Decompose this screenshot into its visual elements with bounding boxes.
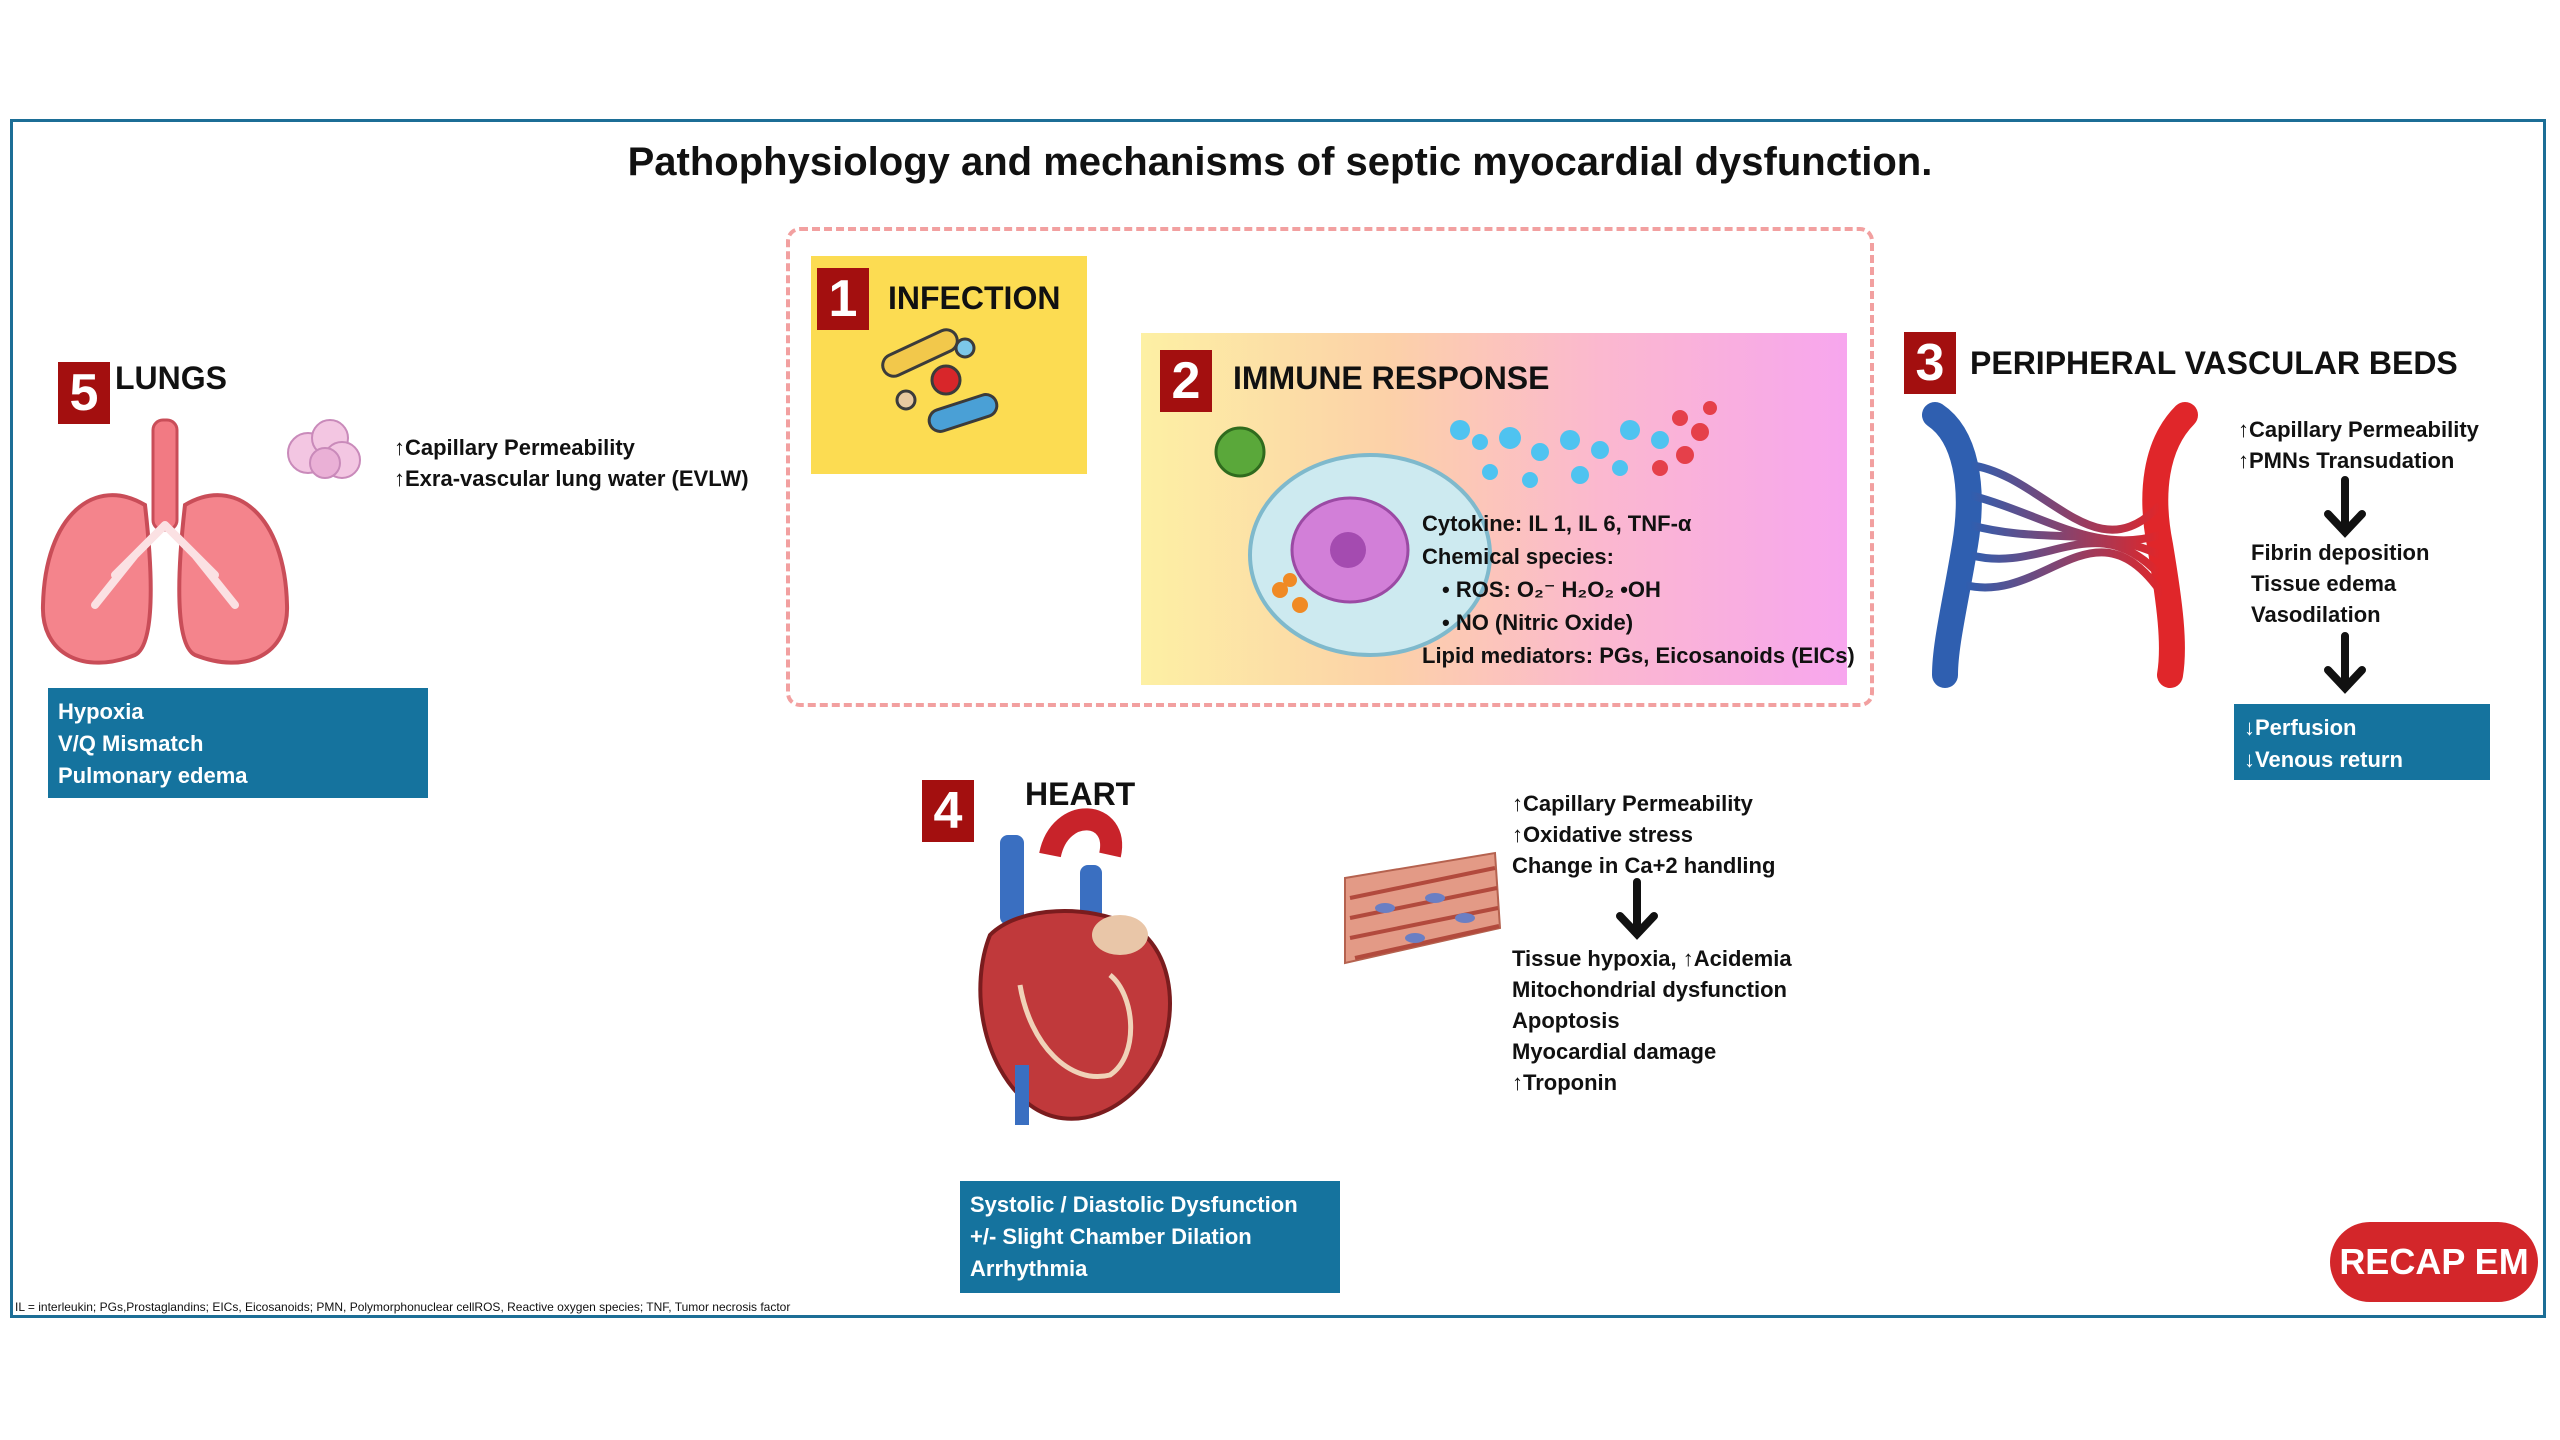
alveoli-icon [287, 419, 361, 479]
vascular-effects-mid: Fibrin deposition Tissue edema Vasodilat… [2251, 537, 2429, 630]
infection-immune-group [786, 227, 1874, 707]
lungs-effects: ↑Capillary Permeability ↑Exra-vascular l… [394, 432, 749, 494]
down-arrow-icon [1616, 878, 1658, 940]
outcome-line: Pulmonary edema [58, 763, 248, 788]
step-number-2: 2 [1160, 350, 1212, 412]
effect-line: ↑Troponin [1512, 1070, 1618, 1095]
outcome-line: V/Q Mismatch [58, 731, 204, 756]
outcome-line: ↓Venous return [2244, 747, 2403, 772]
step-number-4: 4 [922, 780, 974, 842]
effect-line: ↑Capillary Permeability [2238, 417, 2479, 442]
down-arrow-icon [2324, 632, 2366, 694]
heart-effects-bottom: Tissue hypoxia, ↑Acidemia Mitochondrial … [1512, 943, 1792, 1098]
lungs-outcome-box: Hypoxia V/Q Mismatch Pulmonary edema [48, 688, 428, 798]
vascular-outcome-box: ↓Perfusion ↓Venous return [2234, 704, 2490, 780]
mediator-line: Chemical species: [1422, 544, 1614, 569]
outcome-line: Hypoxia [58, 699, 144, 724]
effect-line: ↑Oxidative stress [1512, 822, 1693, 847]
effect-line: Change in Ca+2 handling [1512, 853, 1776, 878]
blood-vessels-icon [1922, 402, 2198, 688]
vascular-effects-top: ↑Capillary Permeability ↑PMNs Transudati… [2238, 414, 2479, 476]
effect-line: Tissue edema [2251, 571, 2397, 596]
mediator-line: • NO (Nitric Oxide) [1442, 610, 1634, 635]
infection-heading: INFECTION [888, 280, 1061, 316]
heart-outcome-box: Systolic / Diastolic Dysfunction +/- Sli… [960, 1181, 1340, 1293]
bacteria-icon [881, 328, 999, 433]
outcome-line: Arrhythmia [970, 1256, 1088, 1281]
myocardium-tissue-icon [1344, 851, 1502, 965]
mediator-line: Lipid mediators: PGs, Eicosanoids (EICs) [1422, 643, 1855, 668]
effect-line: ↑PMNs Transudation [2238, 448, 2455, 473]
lungs-heading: LUNGS [115, 360, 227, 396]
effect-line: ↑Capillary Permeability [394, 435, 635, 460]
abbreviations-footnote: IL = interleukin; PGs,Prostaglandins; EI… [15, 1300, 791, 1314]
immune-response-panel [1141, 333, 1847, 685]
lungs-icon [40, 418, 290, 665]
effect-line: Myocardial damage [1512, 1039, 1717, 1064]
step-number-1: 1 [817, 268, 869, 330]
effect-line: ↑Exra-vascular lung water (EVLW) [394, 466, 749, 491]
recap-em-logo: RECAP EM [2330, 1222, 2538, 1302]
effect-line: Vasodilation [2251, 602, 2381, 627]
page-title: Pathophysiology and mechanisms of septic… [627, 140, 1933, 184]
immune-mediators-list: Cytokine: IL 1, IL 6, TNF-α Chemical spe… [1422, 507, 1855, 672]
mediator-line: Cytokine: IL 1, IL 6, TNF-α [1422, 511, 1692, 536]
effect-line: Mitochondrial dysfunction [1512, 977, 1787, 1002]
immune-response-heading: IMMUNE RESPONSE [1233, 360, 1550, 396]
outcome-line: Systolic / Diastolic Dysfunction [970, 1192, 1298, 1217]
heart-effects-top: ↑Capillary Permeability ↑Oxidative stres… [1512, 788, 1775, 881]
diagram-frame [10, 119, 2546, 1318]
down-arrow-icon [2324, 476, 2366, 538]
outcome-line: ↓Perfusion [2244, 715, 2357, 740]
effect-line: ↑Capillary Permeability [1512, 791, 1753, 816]
effect-line: Apoptosis [1512, 1008, 1620, 1033]
step-number-5: 5 [58, 362, 110, 424]
effect-line: Fibrin deposition [2251, 540, 2430, 565]
outcome-line: +/- Slight Chamber Dilation [970, 1224, 1252, 1249]
mediator-line: • ROS: O₂⁻ H₂O₂ •OH [1442, 577, 1661, 602]
vascular-heading: PERIPHERAL VASCULAR BEDS [1970, 345, 2458, 381]
heart-icon [978, 808, 1172, 1125]
step-number-3: 3 [1904, 332, 1956, 394]
effect-line: Tissue hypoxia, ↑Acidemia [1512, 946, 1792, 971]
immune-cell-icon [1214, 401, 1717, 657]
heart-heading: HEART [1025, 776, 1136, 812]
